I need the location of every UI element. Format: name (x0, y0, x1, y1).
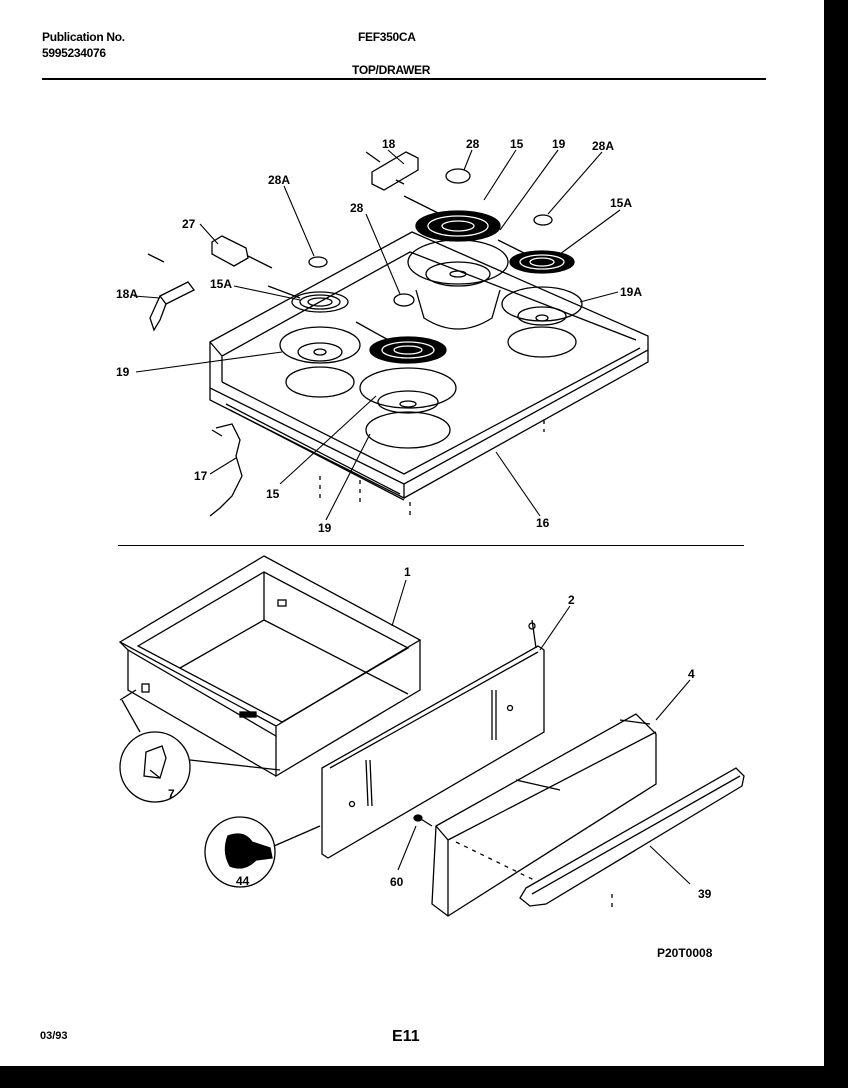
terminal-block-27 (211, 235, 273, 269)
wire-17 (209, 423, 243, 517)
burner-rear-center (403, 195, 509, 330)
model-number: FEF350CA (358, 30, 416, 44)
callout-17: 17 (194, 469, 208, 483)
callout-28-mid: 28 (350, 201, 364, 215)
callout-39: 39 (698, 887, 712, 901)
callout-28-top: 28 (466, 137, 480, 151)
indicator-cap-top (445, 168, 471, 184)
scan-border-right (824, 0, 848, 1088)
callout-18A: 18A (116, 287, 138, 301)
header-rule (42, 78, 766, 80)
drawer-body (118, 555, 422, 778)
drawer-front-panel-4 (431, 713, 657, 917)
drawer-assembly (118, 555, 745, 917)
callout-19A: 19A (620, 285, 642, 299)
callout-28A-right: 28A (592, 139, 614, 153)
burner-left-rear (267, 285, 361, 398)
callout-44: 44 (236, 874, 250, 888)
callout-4: 4 (688, 667, 695, 681)
drawer-front-inner-2 (321, 619, 545, 859)
publication-number: 5995234076 (42, 46, 106, 60)
cooktop-assembly (147, 151, 649, 520)
publication-label: Publication No. (42, 30, 125, 44)
burner-left-front (355, 321, 457, 449)
callout-16: 16 (536, 516, 550, 530)
callout-1: 1 (404, 565, 411, 579)
callout-19-bottom: 19 (318, 521, 332, 535)
burner-right (497, 239, 583, 358)
indicator-cap-right (533, 214, 553, 226)
page-number: E11 (392, 1028, 420, 1045)
callout-60: 60 (390, 875, 404, 889)
callout-28A-left: 28A (268, 173, 290, 187)
figure-code: P20T0008 (657, 946, 713, 960)
leader-lines (133, 149, 691, 885)
indicator-cap-mid (393, 293, 415, 307)
callout-15-bottom: 15 (266, 487, 280, 501)
callout-18: 18 (382, 137, 396, 151)
callout-19-top: 19 (552, 137, 566, 151)
callout-27: 27 (182, 217, 196, 231)
bracket-18A (147, 253, 195, 332)
section-divider (118, 545, 744, 546)
callout-7: 7 (168, 787, 175, 801)
terminal-block-18 (365, 151, 419, 191)
callout-15A-right: 15A (610, 196, 632, 210)
inset-bumper-44 (204, 816, 321, 888)
callout-labels: 18 28 15 19 28A 28A 28 15A 27 18A 15A 19… (116, 137, 712, 901)
callout-15-top: 15 (510, 137, 524, 151)
callout-19-left: 19 (116, 365, 130, 379)
indicator-cap-left (308, 256, 328, 268)
drawer-handle-39 (519, 767, 745, 907)
revision-date: 03/93 (40, 1030, 68, 1042)
inset-clip-7 (119, 689, 281, 803)
callout-15A-left: 15A (210, 277, 232, 291)
scan-border-bottom (0, 1066, 848, 1088)
section-title: TOP/DRAWER (352, 63, 431, 77)
callout-2: 2 (568, 593, 575, 607)
